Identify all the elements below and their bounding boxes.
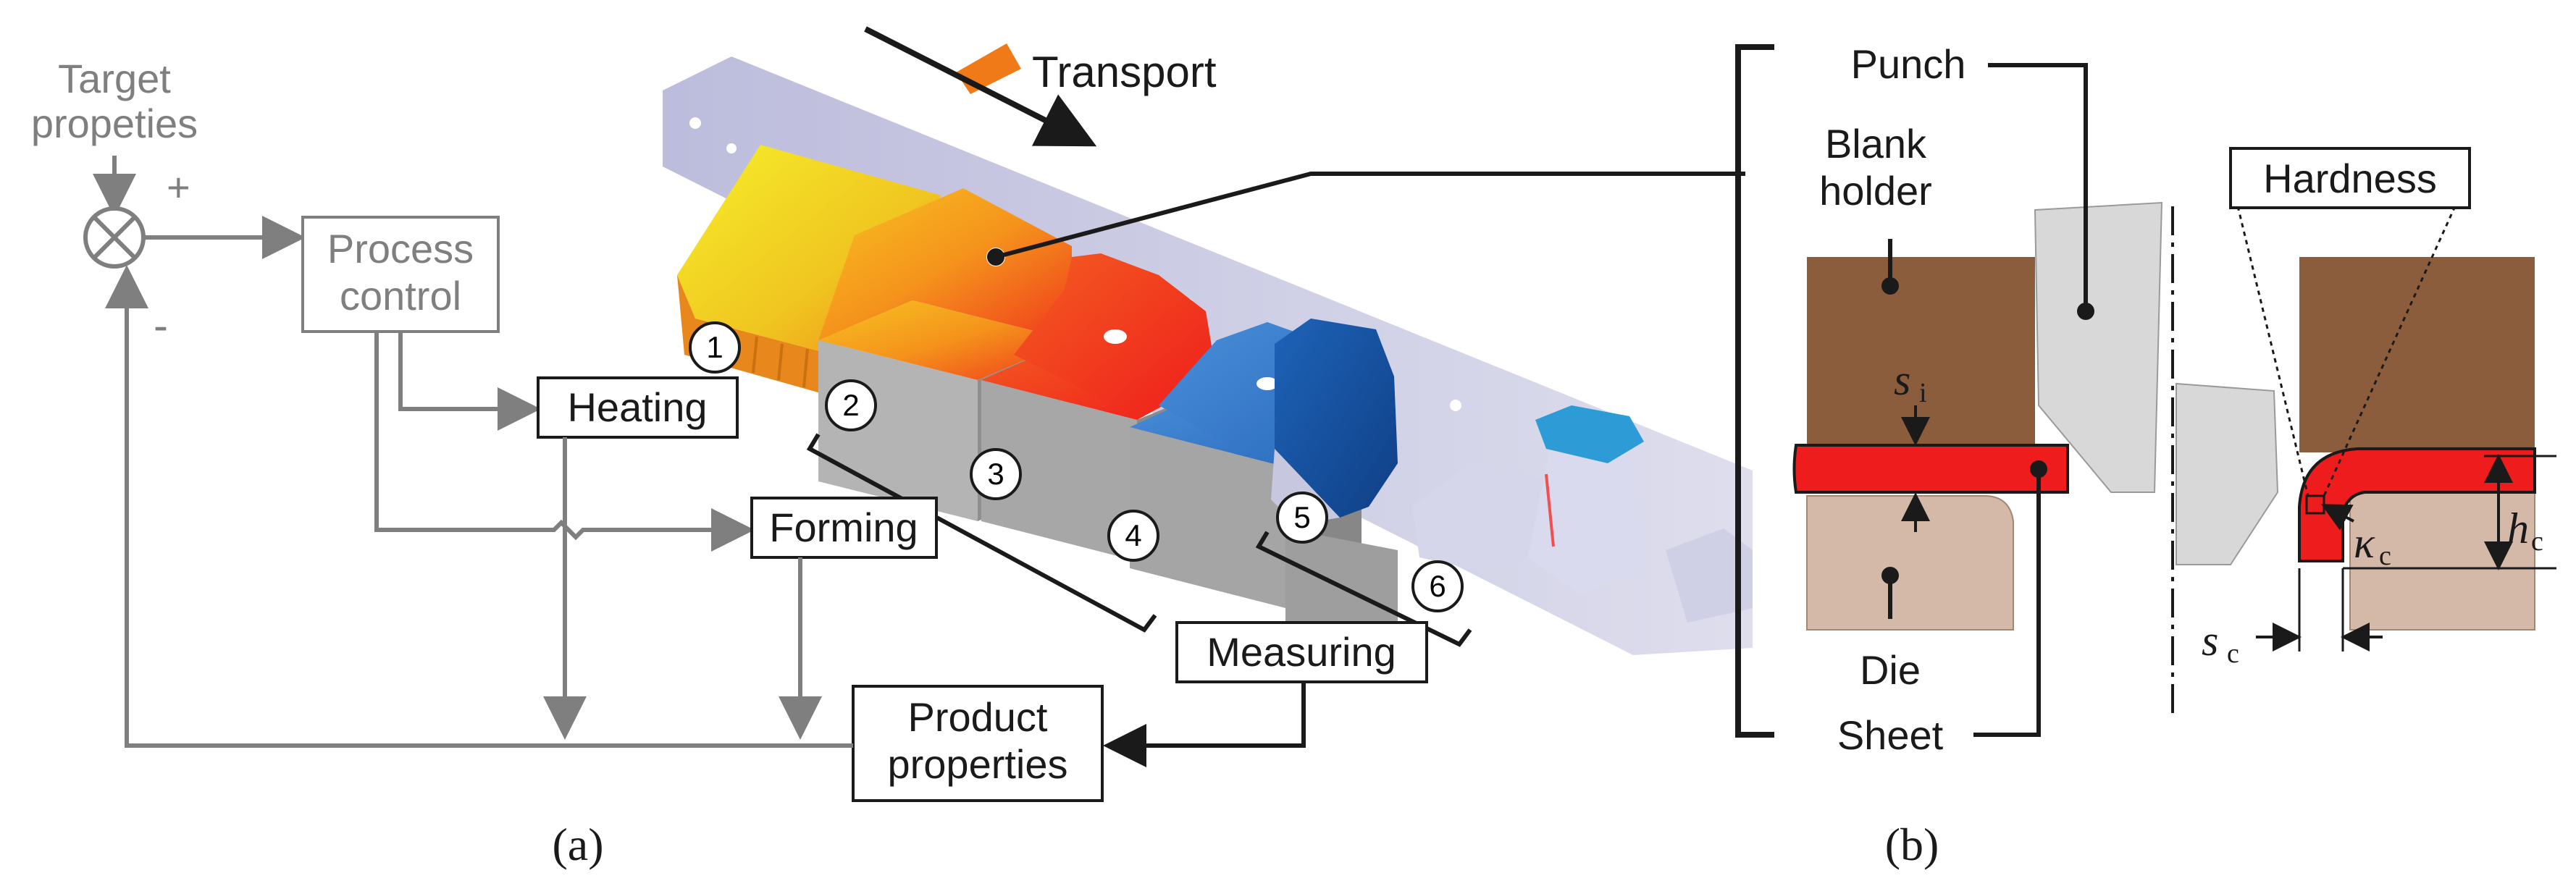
kappa-c-label: κ c: [2320, 504, 2391, 571]
feedback-line: [105, 265, 853, 748]
control-loop: Target propeties + - Process control: [31, 56, 1428, 802]
svg-text:Measuring: Measuring: [1207, 629, 1396, 675]
die-4-body: [1130, 427, 1285, 608]
bracket-forming: [806, 433, 1157, 633]
svg-text:h: h: [2507, 505, 2529, 552]
svg-text:4: 4: [1125, 518, 1141, 552]
station-marker-3: 3: [970, 448, 1022, 500]
pc-to-forming: [374, 332, 755, 552]
svg-text:c: c: [2531, 526, 2543, 557]
die-3-body: [981, 380, 1137, 561]
leader-dot: [987, 248, 1004, 266]
blank-holder-label-2: holder: [1819, 168, 1932, 214]
station-marker-6: 6: [1411, 560, 1464, 612]
minus-sign: -: [154, 301, 168, 350]
svg-text:c: c: [2379, 541, 2391, 571]
heating-part: [677, 145, 941, 355]
part-7-cap: [1535, 405, 1644, 463]
product-properties-box: Product properties: [852, 685, 1104, 802]
blank-holder-label-1: Blank: [1825, 121, 1927, 166]
svg-text:s: s: [2202, 617, 2218, 665]
station-marker-5: 5: [1276, 492, 1328, 544]
die-3-hole: [1104, 329, 1127, 344]
heating-part-side: [677, 275, 833, 395]
svg-text:c: c: [2227, 638, 2239, 669]
blank-holder-leader-dot: [1881, 277, 1899, 295]
part-5: [1275, 319, 1398, 518]
sc-dimension: s c: [2202, 568, 2383, 669]
station-marker-1: 1: [689, 321, 741, 374]
tool-illustration: [663, 26, 1753, 655]
transport-rail: [956, 43, 1021, 94]
caption-a: (a): [552, 819, 603, 870]
caption-b: (b): [1885, 819, 1939, 870]
sheet-label: Sheet: [1837, 712, 1944, 758]
svg-text:properties: properties: [887, 741, 1067, 787]
svg-text:2: 2: [842, 388, 859, 422]
svg-text:Forming: Forming: [769, 505, 918, 550]
svg-text:κ: κ: [2354, 519, 2375, 567]
measuring-box: Measuring: [1175, 621, 1428, 683]
summing-junction: [83, 206, 146, 269]
process-control-box: Process control: [301, 216, 500, 333]
svg-text:s: s: [1894, 356, 1910, 404]
part-7: [1528, 434, 1644, 594]
station-marker-4: 4: [1107, 510, 1159, 562]
plus-sign: +: [167, 164, 190, 210]
svg-text:Process: Process: [327, 226, 474, 271]
pc-to-heating: [398, 332, 541, 431]
target-properties-line-2: propeties: [31, 101, 198, 146]
die-4-hole: [1256, 377, 1278, 390]
svg-text:Product: Product: [908, 694, 1048, 740]
die-2-upper: [818, 188, 1072, 340]
transport-arrow: [864, 26, 1097, 147]
heating-box: Heating: [537, 376, 739, 439]
svg-text:Hardness: Hardness: [2263, 156, 2437, 201]
die-5-body: [1285, 528, 1398, 651]
blank-holder-left: [1807, 257, 2035, 445]
bracket-measuring: [1255, 531, 1472, 647]
svg-text:control: control: [340, 273, 461, 319]
die-left: [1806, 495, 2014, 631]
transport-label: Transport: [1032, 48, 1217, 96]
part-6: [1412, 463, 1550, 572]
panel-b-bracket: [1735, 44, 1774, 738]
punch: [2034, 201, 2163, 493]
hardness-dotted-right: [2323, 206, 2457, 497]
hc-dimension: h c: [2343, 454, 2556, 570]
part-7-mark: [1545, 473, 1555, 547]
station-marker-2: 2: [825, 379, 877, 431]
svg-text:1: 1: [706, 330, 723, 364]
leader-to-panel-b: [995, 172, 1745, 259]
svg-text:Heating: Heating: [567, 384, 707, 430]
sheet-leader: [1973, 469, 2041, 737]
sheet-left: [1792, 444, 2069, 494]
si-dimension: s i: [1894, 356, 1930, 532]
svg-text:6: 6: [1429, 569, 1446, 603]
hardness-dotted-left: [2236, 206, 2309, 497]
die-label: Die: [1860, 647, 1921, 693]
svg-text:3: 3: [987, 457, 1004, 491]
svg-text:5: 5: [1293, 500, 1310, 534]
die-2-top: [818, 300, 1072, 380]
punch-label: Punch: [1851, 41, 1966, 87]
punch-right: [2176, 382, 2279, 565]
station-markers: 1 2 3 4 5 6: [689, 321, 1464, 612]
panel-b: Hardness Punch Blank holder s i Die Shee…: [1735, 41, 2556, 870]
target-properties-line-1: Target: [58, 56, 171, 101]
panel-a: 1 2 3 4 5 6 Targ: [31, 26, 1753, 870]
punch-leader: [1988, 63, 2088, 311]
blank-holder-right: [2299, 257, 2535, 452]
hardness-label-box: Hardness: [2229, 147, 2471, 209]
punch-leader-dot: [2077, 303, 2094, 320]
forming-box: Forming: [750, 497, 938, 559]
part-8: [1666, 528, 1753, 623]
measuring-to-product: [1103, 682, 1306, 767]
svg-text:i: i: [1919, 378, 1927, 408]
